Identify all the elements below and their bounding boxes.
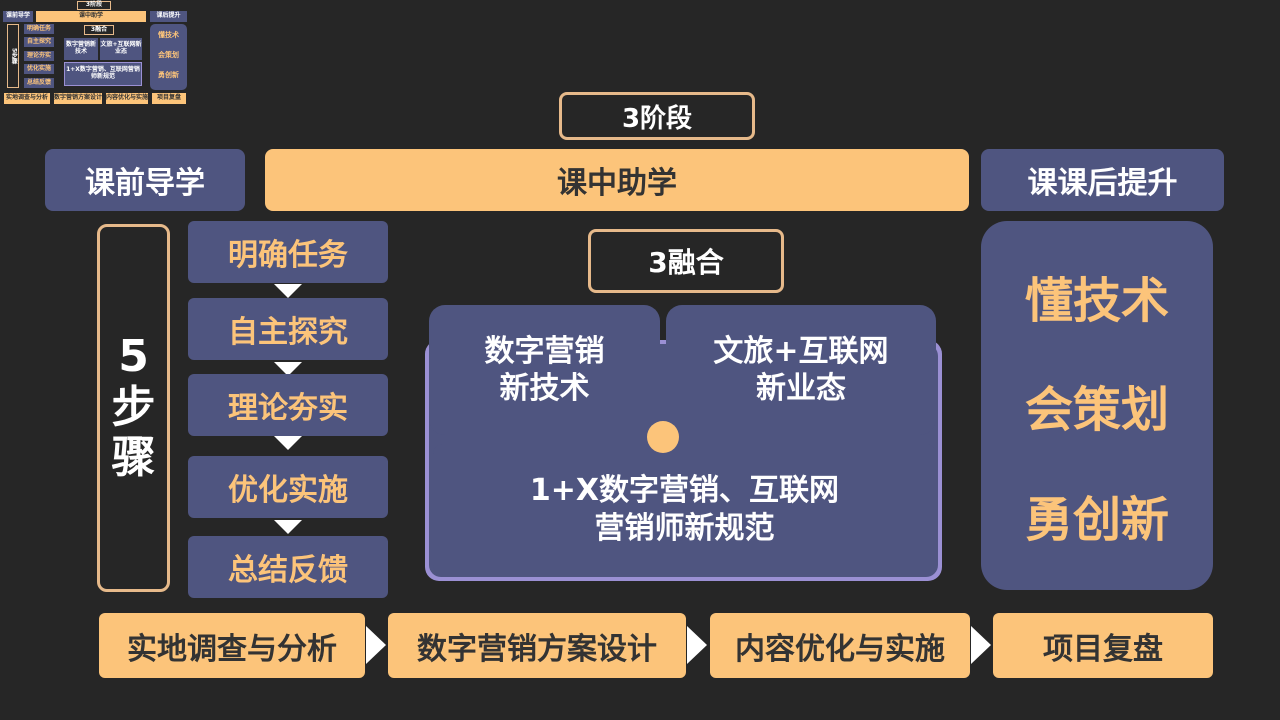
fusion-card-1x-standard: 1+X数字营销、互联网 营销师新规范: [433, 444, 936, 575]
thumb-fusion-label: 3融合: [84, 25, 114, 35]
thumb-flow: 项目复盘: [152, 93, 186, 104]
steps-label-char: 步: [111, 381, 156, 433]
thumb-step: 优化实施: [24, 64, 54, 74]
outcomes-panel: 懂技术 会策划 勇创新: [981, 221, 1213, 590]
thumb-outcome: 懂技术: [158, 31, 179, 40]
arrow-down-icon: [274, 436, 302, 450]
arrow-down-icon: [274, 520, 302, 534]
connector-dot: [647, 421, 679, 453]
steps-label: 5 步 骤: [97, 224, 170, 592]
flow-step: 内容优化与实施: [710, 613, 970, 678]
flow-step: 实地调查与分析: [99, 613, 365, 678]
thumb-fusion-item: 1+X数字营销、互联网营销师新规范: [64, 62, 142, 86]
fusion-card-digital-marketing: 数字营销 新技术: [429, 305, 660, 435]
outcome-item: 懂技术: [1024, 272, 1169, 329]
step-item: 明确任务: [188, 221, 388, 283]
outcome-item: 勇创新: [1024, 492, 1169, 549]
phase-pre-class: 课前导学: [45, 149, 245, 211]
arrow-down-icon: [274, 284, 302, 298]
thumb-flow: 实地调查与分析: [4, 93, 50, 104]
thumb-stage-label: 3阶段: [77, 1, 111, 10]
chevron-right-icon: [971, 626, 991, 664]
thumb-outcome-panel: [150, 24, 187, 90]
phase-post-class: 课课后提升: [981, 149, 1224, 211]
thumb-step: 总结反馈: [24, 78, 54, 88]
thumb-step: 明确任务: [24, 24, 54, 34]
chevron-right-icon: [366, 626, 386, 664]
flow-step: 数字营销方案设计: [388, 613, 686, 678]
phase-in-class: 课中助学: [265, 149, 969, 211]
outcome-item: 会策划: [1024, 382, 1169, 439]
fusion-card-line: 新技术: [499, 371, 590, 406]
thumb-flow: 内容优化与实施: [106, 93, 148, 104]
thumb-fusion-item: 文旅+互联网新业态: [100, 38, 142, 60]
fusion-card-tourism-internet: 文旅+互联网 新业态: [666, 305, 936, 435]
step-item: 总结反馈: [188, 536, 388, 598]
thumb-phase-post: 课后提升: [150, 11, 187, 22]
thumb-step: 自主探究: [24, 37, 54, 47]
thumb-outcome: 会策划: [158, 51, 179, 60]
step-item: 理论夯实: [188, 374, 388, 436]
fusion-card-line: 营销师新规范: [594, 510, 775, 546]
flow-step: 项目复盘: [993, 613, 1213, 678]
steps-label-number: 5: [118, 331, 149, 383]
arrow-down-icon: [274, 362, 302, 376]
thumb-flow: 数字营销方案设计: [54, 93, 102, 104]
step-item: 自主探究: [188, 298, 388, 360]
thumb-phase-pre: 课前导学: [3, 11, 33, 22]
thumb-outcome: 勇创新: [158, 71, 179, 80]
thumb-fusion-item: 数字营销新技术: [64, 38, 98, 60]
steps-label-char: 骤: [111, 432, 156, 484]
fusion-card-line: 数字营销: [484, 333, 605, 369]
thumb-step: 理论夯实: [24, 51, 54, 61]
chevron-right-icon: [687, 626, 707, 664]
thumb-steps-label: 5步骤: [7, 24, 19, 88]
fusion-label: 3融合: [588, 229, 784, 293]
slide-thumbnail[interactable]: 3阶段 课前导学 课中助学 课后提升 5步骤 明确任务 自主探究 理论夯实 优化…: [0, 0, 190, 106]
fusion-card-line: 新业态: [756, 371, 846, 406]
fusion-card-line: 1+X数字营销、互联网: [529, 473, 840, 508]
stage-label: 3阶段: [559, 92, 755, 140]
step-item: 优化实施: [188, 456, 388, 518]
thumb-phase-mid: 课中助学: [36, 11, 146, 22]
fusion-card-line: 文旅+互联网: [713, 333, 889, 369]
